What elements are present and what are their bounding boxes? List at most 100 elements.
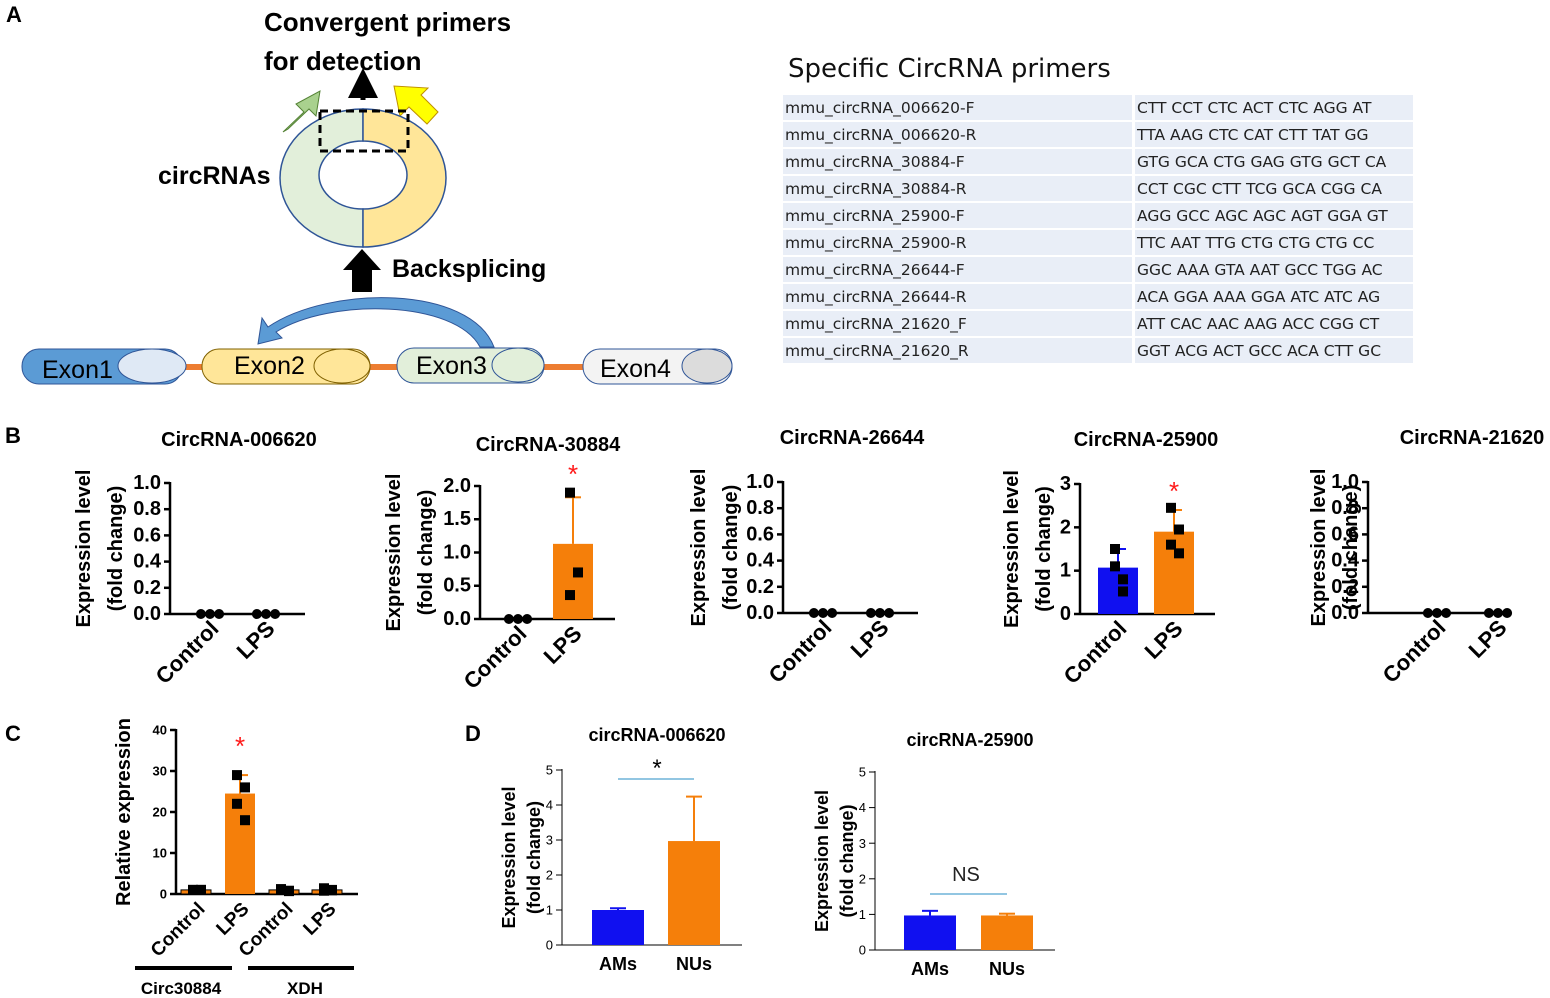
- y-tick-label: 0.5: [443, 575, 471, 597]
- data-point: [327, 884, 337, 895]
- primer-sequence: ACA GGA AAA GGA ATC ATC AG: [1132, 284, 1413, 309]
- y-tick-label: 1: [546, 903, 553, 918]
- primer-sequence: ATT CAC AAC AAG ACC CGG CT: [1132, 311, 1413, 336]
- primer-name: mmu_circRNA_006620-R: [783, 122, 1132, 147]
- panel-a: A Convergent primers for detection circR…: [6, 2, 733, 385]
- y-tick-label: 20: [153, 805, 167, 820]
- y-axis-label-line2: (fold change): [720, 485, 742, 611]
- y-tick-label: 0: [160, 887, 167, 902]
- x-category-label: Control: [459, 621, 532, 694]
- x-category-label: LPS: [846, 615, 894, 663]
- significance-marker: *: [1169, 476, 1179, 506]
- data-point: [232, 798, 242, 809]
- bar: [668, 841, 720, 945]
- y-tick-label: 0.8: [1331, 497, 1359, 519]
- y-tick-label: 0.0: [133, 603, 161, 625]
- data-point: [565, 487, 575, 498]
- data-point: [251, 609, 262, 619]
- y-axis-label: Expression level (fold change): [73, 470, 127, 628]
- x-category-label: Control: [1378, 615, 1451, 688]
- y-axis-label: Relative expression: [113, 718, 135, 906]
- y-tick-label: 1.5: [443, 508, 471, 530]
- exon-2: Exon2: [201, 348, 371, 385]
- circrna-ring: [279, 108, 447, 248]
- panel-b-label: B: [5, 423, 21, 448]
- y-axis-label-line2: (fold change): [105, 486, 127, 612]
- y-tick-label: 0: [546, 938, 553, 953]
- y-axis-label-line2: (fold change): [415, 490, 437, 616]
- primer-sequence: AGG GCC AGC AGC AGT GGA GT: [1132, 203, 1413, 228]
- y-tick-label: 0: [859, 943, 866, 958]
- chart-title: circRNA-006620: [588, 725, 725, 745]
- y-axis-label-line2: (fold change): [1340, 485, 1362, 611]
- x-category-label: NUs: [989, 959, 1025, 979]
- group-label: Circ30884: [141, 979, 222, 998]
- exon-1-label: Exon1: [42, 356, 113, 384]
- significance-marker: *: [568, 459, 578, 489]
- primer-name: mmu_circRNA_006620-F: [783, 95, 1132, 120]
- y-tick-label: 3: [859, 836, 866, 851]
- y-axis-label-line1: Expression level: [812, 790, 832, 932]
- y-tick-label: 1.0: [1331, 471, 1359, 493]
- y-tick-label: 0.4: [1331, 550, 1360, 572]
- y-axis-label-line2: (fold change): [837, 805, 857, 918]
- exon-2-label: Exon2: [234, 352, 305, 380]
- primer-name: mmu_circRNA_26644-F: [783, 257, 1132, 282]
- y-tick-label: 2: [546, 868, 553, 883]
- data-point: [1174, 548, 1184, 559]
- y-tick-label: 4: [859, 800, 866, 815]
- y-tick-label: 1.0: [133, 472, 161, 494]
- y-axis-label-line1: Expression level: [73, 470, 95, 628]
- y-tick-label: 40: [153, 723, 167, 738]
- data-point: [1422, 608, 1433, 618]
- backsplicing-up-arrow: [343, 249, 381, 292]
- y-tick-label: 2: [1060, 516, 1071, 538]
- x-category-label: NUs: [676, 954, 712, 974]
- y-tick-label: 5: [859, 765, 866, 780]
- y-tick-label: 0.8: [133, 498, 161, 520]
- exon-1: Exon1: [21, 348, 187, 385]
- data-point: [195, 609, 206, 619]
- y-tick-label: 10: [153, 846, 167, 861]
- data-point: [284, 886, 294, 897]
- y-axis-label: Expression level(fold change): [1308, 469, 1362, 627]
- data-point: [240, 782, 250, 793]
- data-point: [270, 609, 281, 619]
- x-category-label: LPS: [539, 621, 587, 669]
- y-tick-label: 0.2: [746, 576, 774, 598]
- primer-sequence: TTC AAT TTG CTG CTG CTG CC: [1132, 230, 1413, 255]
- data-point: [503, 614, 514, 624]
- y-tick-label: 0.2: [1331, 576, 1359, 598]
- x-category-label: Control: [764, 615, 837, 688]
- y-tick-label: 1.0: [746, 471, 774, 493]
- data-point: [1441, 608, 1452, 618]
- data-point: [573, 567, 583, 578]
- y-tick-label: 0.2: [133, 577, 161, 599]
- y-tick-label: 0.6: [133, 524, 161, 546]
- y-axis-label: Expression level(fold change): [812, 790, 857, 932]
- data-point: [214, 609, 225, 619]
- data-point: [522, 614, 533, 624]
- data-point: [818, 608, 828, 618]
- y-tick-label: 0.8: [746, 497, 774, 519]
- data-point: [1432, 608, 1442, 618]
- y-tick-label: 3: [546, 833, 553, 848]
- chart-title: CircRNA-26644: [780, 427, 925, 449]
- data-point: [1110, 544, 1120, 554]
- detection-title-line1: Convergent primers: [264, 7, 511, 37]
- data-point: [827, 608, 838, 618]
- y-axis-label-line1: Expression level: [1001, 470, 1023, 628]
- y-tick-label: 0.0: [443, 608, 471, 630]
